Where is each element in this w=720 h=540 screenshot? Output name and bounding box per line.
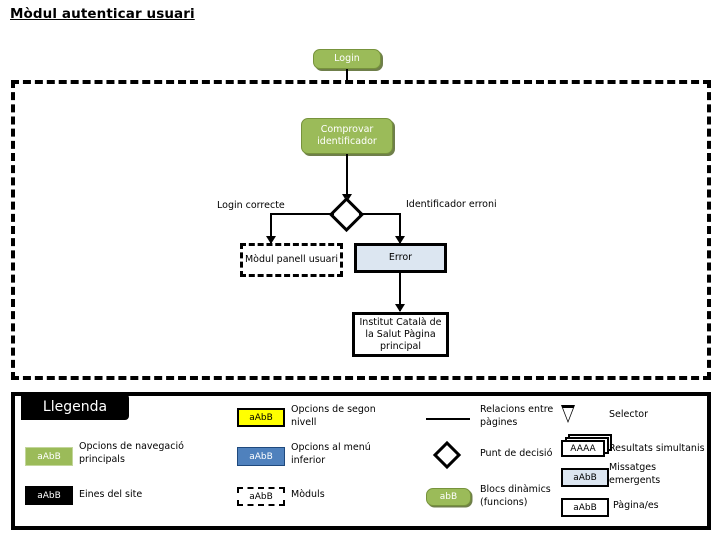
legend-swatch-sample-text-short: abB [439,492,458,502]
legend-label-relacions-entre-pagines: Relacions entre pàgines [480,404,554,428]
node-error[interactable]: Error [354,243,447,273]
node-institut-catala-salut-label: Institut Català de la Salut Pàgina princ… [359,316,442,352]
edge-check-to-decision [346,154,348,202]
legend-swatch-diamond [432,440,462,470]
node-comprovar-identificador[interactable]: Comprovar identificador [301,118,393,154]
legend-swatch-white-box: aAbB [561,498,609,517]
legend-panel: Llegenda aAbB Opcions de navegació princ… [11,392,711,530]
legend-label-eines-del-site: Eines del site [79,489,143,500]
legend-label-opcions-menu-inferior: Opcions al menú inferior [291,442,371,466]
legend-swatch-sample-text: aAbB [249,491,273,502]
legend-swatch-sample-text: aAbB [573,502,597,513]
legend-label-opcions-segon-nivell: Opcions de segon nivell [291,404,376,428]
legend-label-missatges-emergents: Missatges emergents [609,462,661,486]
legend-swatch-blue-box: aAbB [237,447,285,466]
legend-swatch-sample-text-stack: AAAA [570,443,596,454]
legend-swatch-lightblue-box: aAbB [561,468,609,487]
legend-label-pagina-es: Pàgina/es [613,500,659,511]
edge-decision-right [359,213,401,215]
edge-decision-left [270,213,334,215]
legend-swatch-green-rounded: abB [426,488,471,506]
legend-swatch-sample-text: aAbB [249,451,273,462]
node-modul-panell-usuari[interactable]: Mòdul panell usuari [240,243,343,277]
edge-label-login-correcte: Login correcte [217,200,285,211]
edge-label-identificador-erroni: Identificador erroni [406,199,497,210]
legend-title: Llegenda [21,394,129,420]
legend-swatch-yellow-box: aAbB [237,408,285,427]
legend-label-punt-de-decisio: Punt de decisió [480,448,553,459]
legend-swatch-black-box: aAbB [25,486,73,505]
arrowhead-error-to-main-page [395,304,405,312]
edge-error-to-main-page [399,273,401,311]
legend-swatch-dashed-box: aAbB [237,487,285,506]
legend-label-moduls: Mòduls [291,489,325,500]
legend-label-opcions-navegacio: Opcions de navegació principals [79,441,184,465]
legend-swatch-sample-text: aAbB [249,412,273,423]
node-comprovar-identificador-label: Comprovar identificador [317,124,377,147]
legend-label-resultats-simultanis: Resultats simultanis [609,443,705,454]
legend-swatch-sample-text: aAbB [37,451,61,462]
node-institut-catala-salut[interactable]: Institut Català de la Salut Pàgina princ… [352,312,449,357]
legend-swatch-line [426,418,470,420]
node-login[interactable]: Login [313,49,381,69]
legend-swatch-sample-text: aAbB [37,490,61,501]
legend-swatch-trapezoid-inner [563,408,573,421]
node-login-label: Login [334,53,360,64]
page-title: Mòdul autenticar usuari [10,6,195,22]
edge-decision-left-down [270,213,272,243]
legend-swatch-green-box: aAbB [25,447,73,466]
node-modul-panell-usuari-label: Mòdul panell usuari [244,254,339,265]
legend-label-blocs-dinamics: Blocs dinàmics (funcions) [480,484,551,508]
legend-swatch-sample-text: aAbB [573,472,597,483]
arrowhead-decision-to-error [395,236,405,244]
node-error-label: Error [388,252,413,263]
arrowhead-decision-to-panel [266,236,276,244]
edge-decision-right-down [399,213,401,243]
legend-swatch-stacked-boxes: AAAA [561,440,605,457]
legend-label-selector: Selector [609,409,649,420]
